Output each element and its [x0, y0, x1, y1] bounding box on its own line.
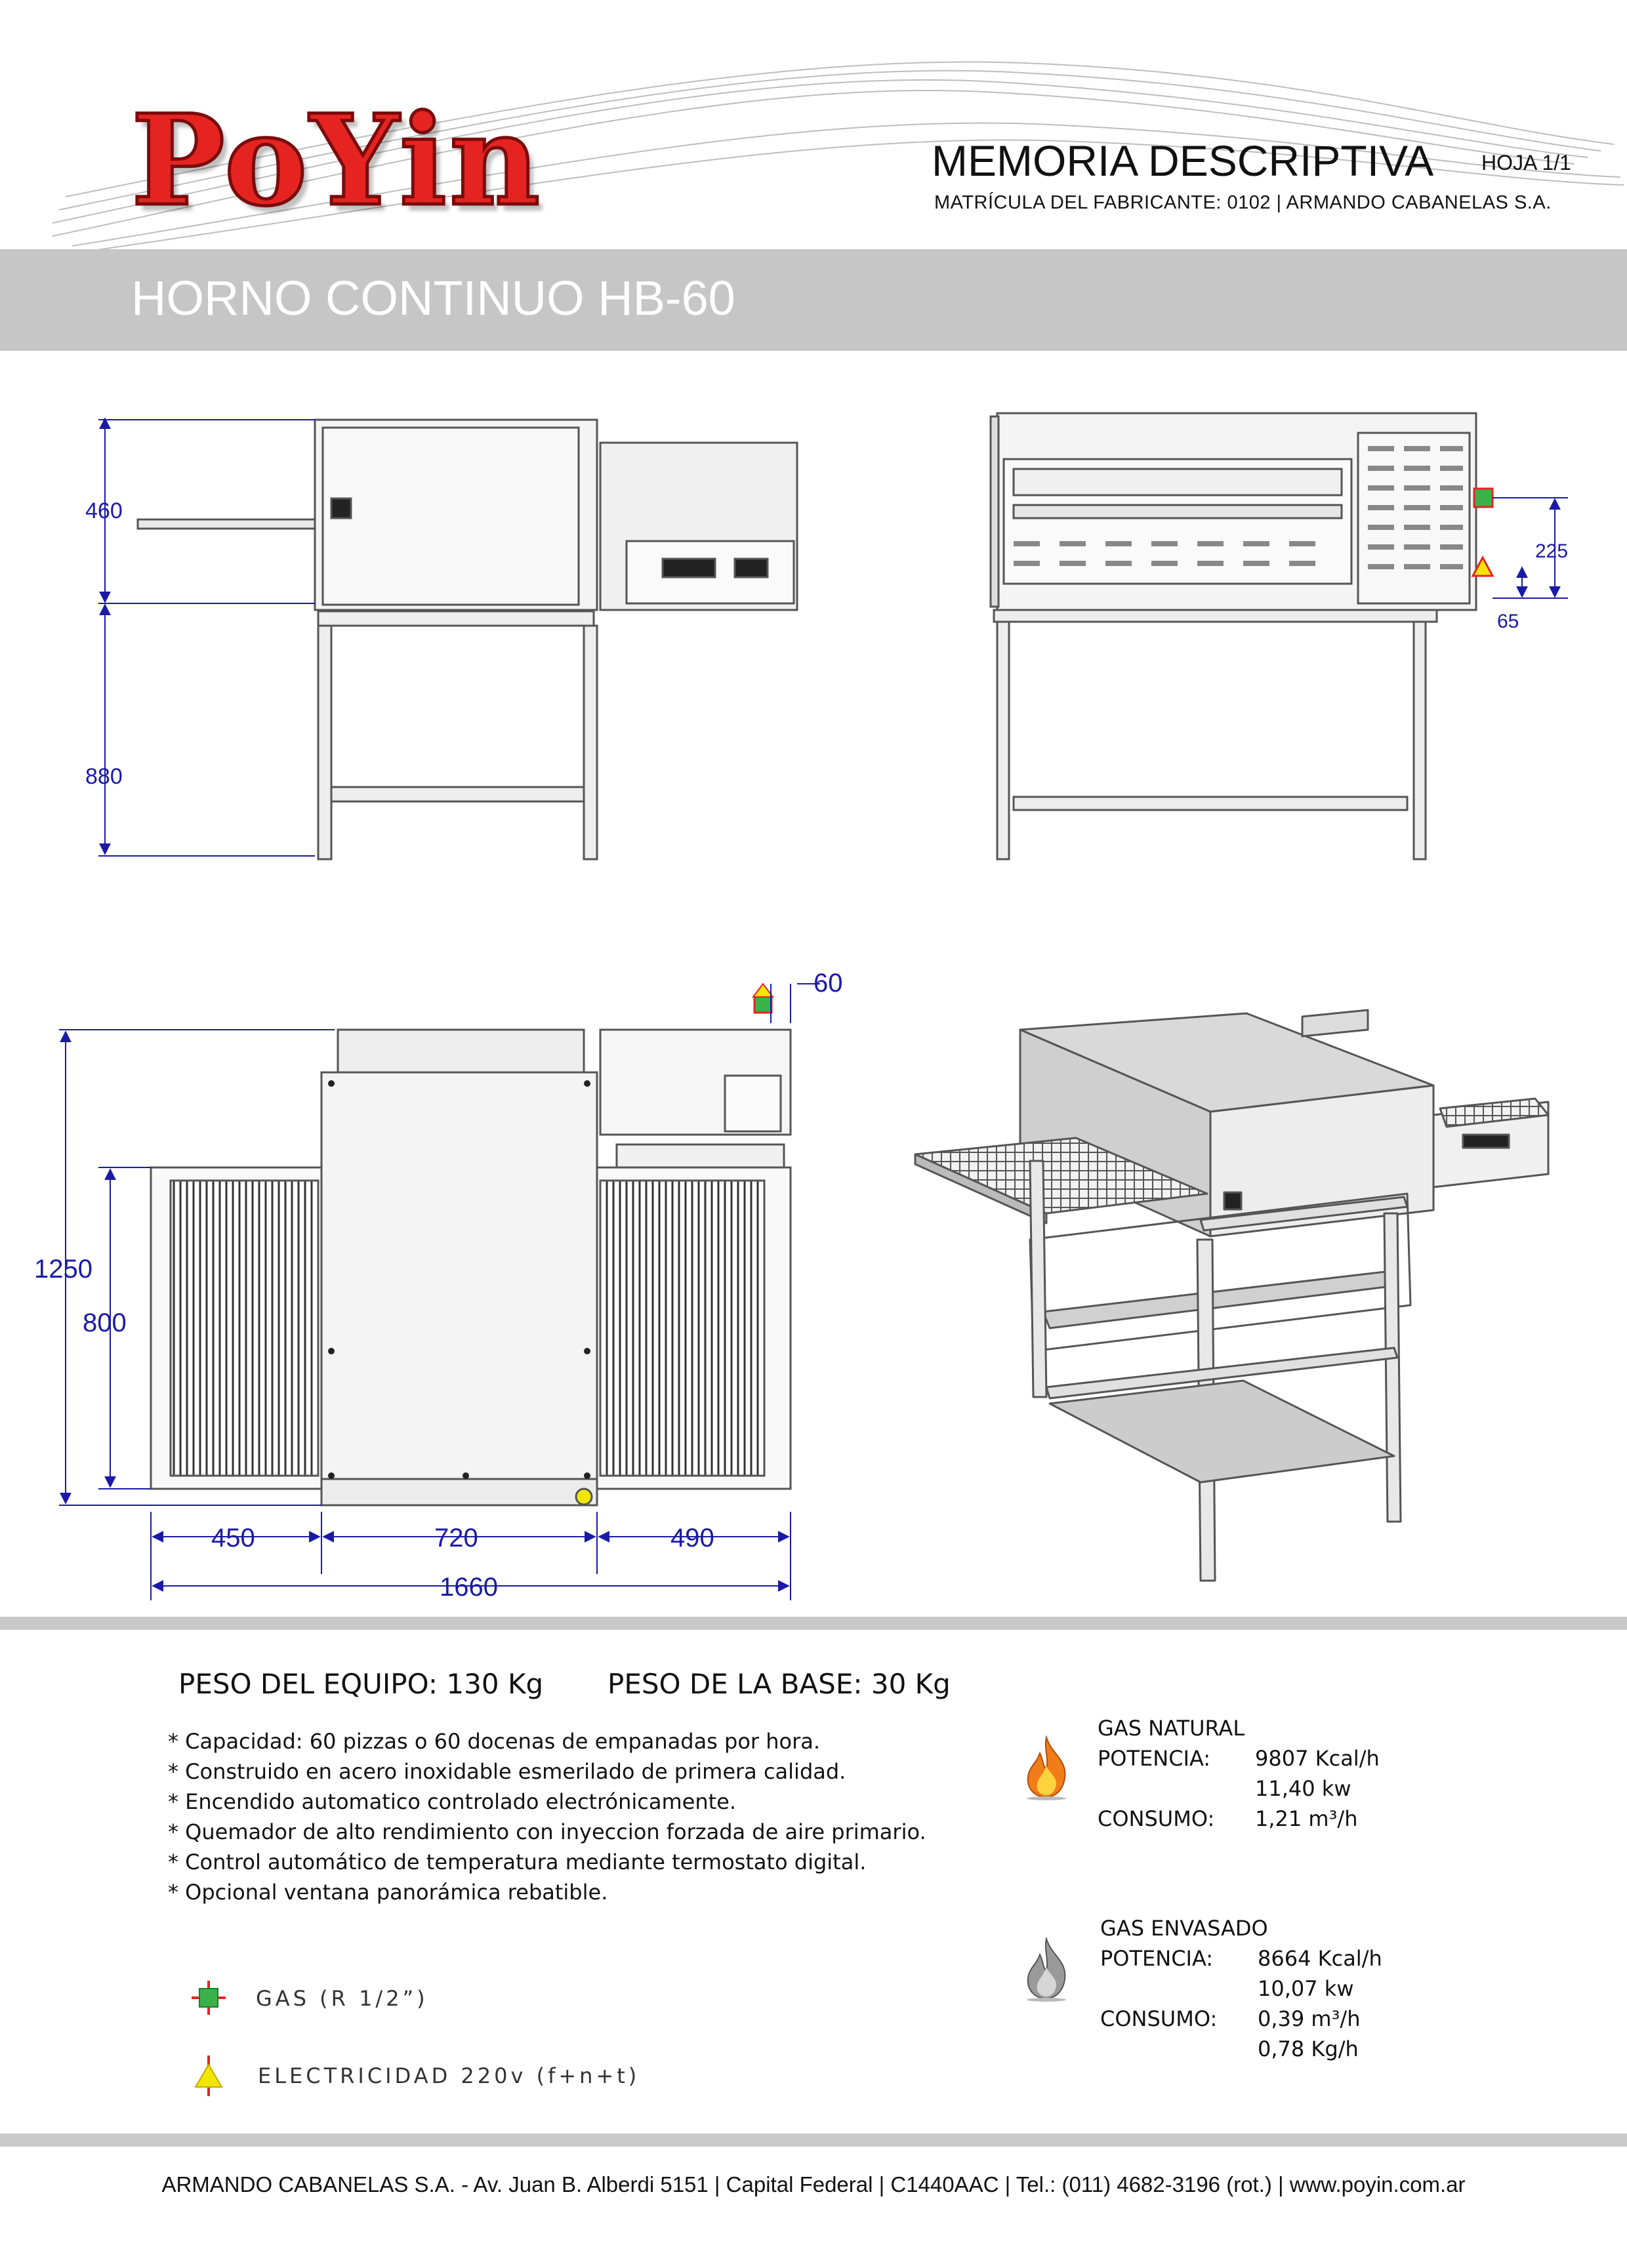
electricity-connection-icon [194, 2055, 223, 2096]
manufacturer-line: MATRÍCULA DEL FABRICANTE: 0102 | ARMANDO… [934, 192, 1552, 213]
document-title: MEMORIA DESCRIPTIVA [932, 136, 1434, 185]
gray-fire-icon [1027, 1936, 1066, 2002]
equipment-weight: PESO DEL EQUIPO: 130 Kg [178, 1668, 544, 1700]
side-electric-marker [1471, 555, 1494, 577]
gas-natural-power-label: POTENCIA: [1098, 1746, 1211, 1771]
side-view-dimensions [1493, 497, 1568, 599]
gas-natural-consumption-label: CONSUMO: [1098, 1806, 1215, 1831]
dimension-plan-belt: 800 [83, 1308, 127, 1337]
gas-envasado-power-kcal: 8664 Kcal/h [1258, 1946, 1382, 1971]
gas-natural-power-kcal: 9807 Kcal/h [1255, 1746, 1380, 1771]
legend-electricity: ELECTRICIDAD 220v (f+n+t) [258, 2063, 640, 2088]
plan-electric-plug [575, 1488, 593, 1506]
technical-drawings: 460 880 225 65 [34, 412, 1568, 1602]
gas-natural-power-kw: 11,40 kw [1255, 1776, 1351, 1801]
gas-envasado-consumption-m3: 0,39 m³/h [1258, 2006, 1361, 2031]
gas-envasado-consumption-kg: 0,78 Kg/h [1258, 2036, 1359, 2061]
feature-item: * Quemador de alto rendimiento con inyec… [168, 1819, 926, 1844]
header-swoosh [52, 61, 1624, 253]
side-gas-marker [1473, 487, 1494, 508]
legend-gas: GAS (R 1/2”) [256, 1986, 428, 2011]
gas-natural-title: GAS NATURAL [1098, 1716, 1245, 1741]
dimension-plan-right: 490 [670, 1524, 714, 1552]
separator-top [0, 1617, 1627, 1630]
isometric-view [914, 1009, 1550, 1582]
gas-envasado-power-label: POTENCIA: [1100, 1946, 1214, 1971]
separator-bottom [0, 2134, 1627, 2147]
gas-envasado-title: GAS ENVASADO [1100, 1916, 1268, 1941]
dimension-plan-left: 450 [211, 1524, 255, 1552]
fire-icon [1027, 1735, 1066, 1800]
feature-item: * Construido en acero inoxidable esmeril… [168, 1759, 846, 1784]
side-view [989, 412, 1477, 861]
dimension-plan-total: 1660 [440, 1573, 498, 1602]
feature-item: * Control automático de temperatura medi… [168, 1850, 867, 1874]
gas-envasado-block: GAS ENVASADO POTENCIA: 8664 Kcal/h 10,07 … [1100, 1913, 1395, 2064]
plan-view-bolts [328, 1080, 590, 1479]
gas-natural-consumption: 1,21 m³/h [1255, 1806, 1358, 1831]
dimension-front-top: 460 [85, 498, 123, 523]
title-band [0, 249, 1627, 351]
product-title: HORNO CONTINUO HB-60 [131, 271, 735, 325]
dimension-side-elec: 65 [1497, 611, 1519, 632]
poyin-logo: PoYin [129, 87, 543, 233]
plan-view-dimensions [59, 983, 820, 1600]
gas-envasado-power-kw: 10,07 kw [1258, 1976, 1354, 2001]
plan-gas-marker [753, 994, 773, 1014]
plan-electric-marker [752, 982, 774, 998]
feature-item: * Opcional ventana panorámica rebatible. [168, 1880, 608, 1905]
dimension-front-leg: 880 [85, 764, 123, 789]
feature-list: * Capacidad: 60 pizzas o 60 docenas de e… [168, 1726, 926, 1907]
front-view-dimensions [98, 417, 315, 857]
feature-item: * Capacidad: 60 pizzas o 60 docenas de e… [168, 1729, 821, 1754]
plan-view [150, 1028, 792, 1507]
dimension-plan-depth: 1250 [34, 1255, 93, 1284]
front-view [136, 418, 798, 861]
side-view-louvers [1014, 446, 1463, 569]
dimension-side-gas: 225 [1535, 540, 1568, 562]
gas-envasado-consumption-label: CONSUMO: [1100, 2006, 1218, 2031]
gas-natural-block: GAS NATURAL POTENCIA: 9807 Kcal/h 11,40 k… [1098, 1713, 1393, 1834]
footer-address: ARMANDO CABANELAS S.A. - Av. Juan B. Alb… [161, 2172, 1466, 2197]
base-weight: PESO DE LA BASE: 30 Kg [608, 1668, 951, 1700]
gas-connection-icon [192, 1981, 226, 2015]
sheet-number: HOJA 1/1 [1481, 151, 1571, 174]
dimension-plan-center: 720 [434, 1524, 478, 1552]
dimension-plan-gas-offset: 60 [814, 969, 843, 998]
feature-item: * Encendido automatico controlado electr… [168, 1789, 737, 1814]
